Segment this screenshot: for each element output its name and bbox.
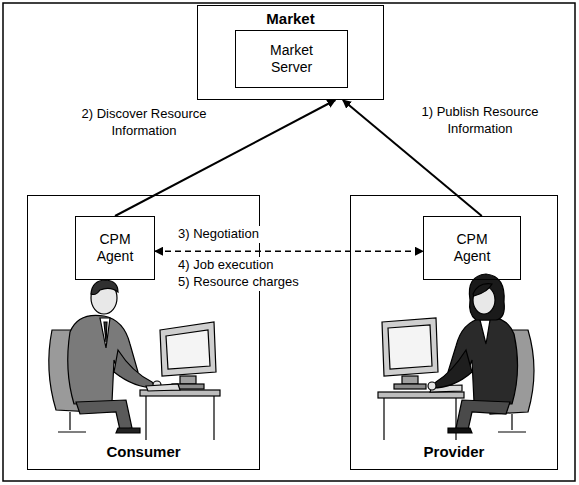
server-box: Market Server: [235, 30, 348, 88]
market-box: MarketMarket Server: [197, 5, 384, 100]
step-label: 5) Resource charges: [176, 274, 301, 291]
step-label: 4) Job execution: [176, 257, 275, 274]
box-title: Consumer: [106, 443, 180, 461]
woman-at-computer: [378, 274, 534, 440]
dashed-connector: [155, 250, 423, 252]
edge-label: 2) Discover Resource Information: [52, 106, 236, 140]
man-at-computer: [49, 280, 220, 440]
box-text: Market Server: [260, 42, 324, 76]
box-text: CPM Agent: [447, 231, 497, 265]
provider-box: Provider CPM Agent: [350, 195, 558, 470]
edge-label: 1) Publish Resource Information: [398, 104, 562, 138]
edge-label: 3) Negotiation: [176, 226, 261, 243]
agent-box: CPM Agent: [75, 216, 155, 280]
agent-box: CPM Agent: [423, 216, 521, 280]
frame-border: [3, 3, 575, 481]
box-title: Market: [266, 10, 314, 28]
box-text: CPM Agent: [90, 231, 140, 265]
box-title: Provider: [424, 443, 485, 461]
